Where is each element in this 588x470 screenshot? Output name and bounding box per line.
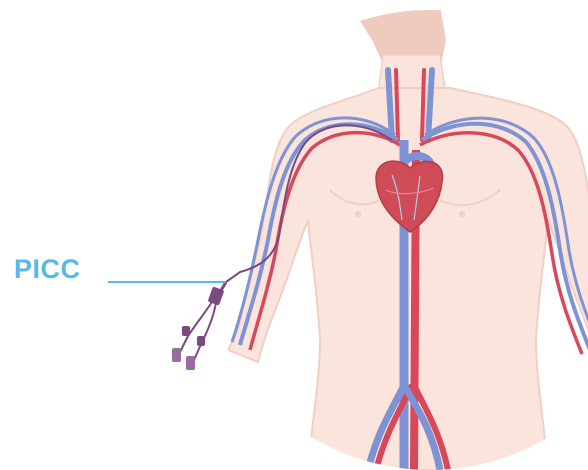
carotid-artery-left xyxy=(396,70,398,140)
body-group xyxy=(228,2,588,470)
picc-lumen-2-clamp xyxy=(197,336,205,346)
nipple-left xyxy=(355,211,361,217)
nipple-right xyxy=(459,211,465,217)
picc-lumen-2-cap xyxy=(186,356,195,370)
picc-lumen-1-clamp xyxy=(182,326,190,336)
picc-lumen-1-cap xyxy=(172,348,181,362)
picc-label: PICC xyxy=(14,254,81,285)
carotid-artery-right xyxy=(422,70,424,140)
